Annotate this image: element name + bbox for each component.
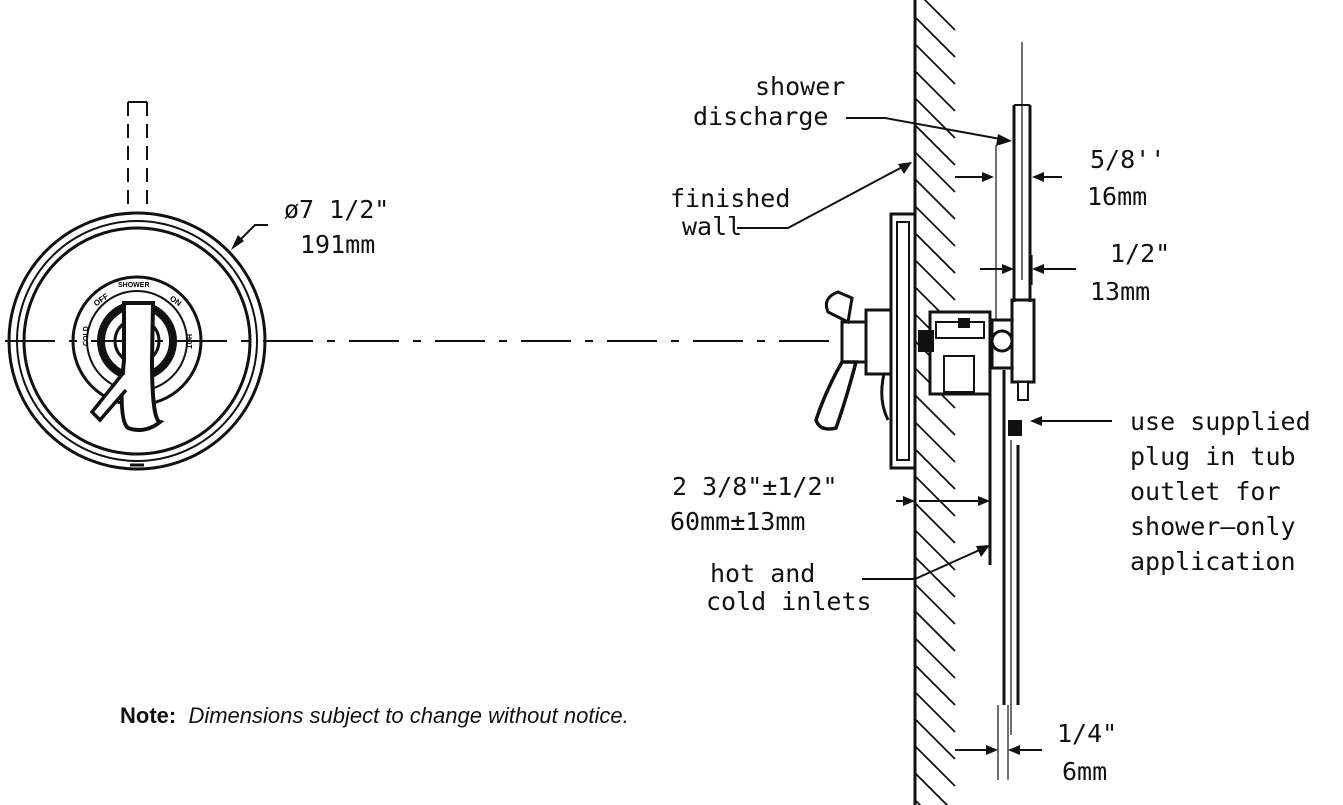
note-text: Dimensions subject to change without not…: [188, 703, 629, 728]
wall-hatch-line: [914, 745, 956, 787]
dim-1-4-in-label: 1/4": [1057, 719, 1117, 748]
wall-hatch-line: [914, 70, 956, 112]
plug-note-3: outlet for: [1130, 477, 1281, 506]
dim-1-2-mm-label: 13mm: [1090, 277, 1150, 306]
wall-hatch-line: [914, 502, 956, 544]
shower-riser-pipe: [1012, 42, 1032, 302]
plug-note-4: shower—only: [1130, 512, 1296, 541]
wall-hatch-line: [914, 16, 956, 58]
wall-hatch-line: [914, 691, 956, 733]
valve-body: [918, 298, 1036, 436]
dial-mark-cold: COLD: [83, 326, 90, 346]
plug-note-5: application: [1130, 547, 1296, 576]
wall-hatch-line: [914, 772, 949, 805]
wall-hatch-line: [914, 178, 956, 220]
wall-hatch-line: [914, 475, 956, 517]
leader-lines: [737, 117, 1112, 580]
disclaimer-note: Note: Dimensions subject to change witho…: [120, 703, 629, 729]
wall-hatch-line: [914, 799, 922, 805]
inlets-label-2: cold inlets: [706, 587, 872, 616]
dim-5-8-mm-label: 16mm: [1087, 182, 1147, 211]
finished-wall: [913, 0, 956, 805]
dim-2-3-8-in-label: 2 3/8"±1/2": [672, 472, 838, 501]
wall-hatch-line: [914, 151, 956, 193]
dial-mark-top: SHOWER: [118, 282, 150, 289]
front-view: OFF SHOWER ON COLD HOT: [7, 101, 268, 471]
wall-hatch-line: [923, 0, 956, 31]
finished-wall-label-2: wall: [682, 212, 742, 241]
dim-5-8-in-label: 5/8'': [1090, 145, 1165, 174]
dimension-lines: [896, 172, 1076, 755]
trim-plate: [7, 211, 267, 471]
handle-lever: [119, 301, 165, 432]
wall-hatch-line: [914, 97, 956, 139]
note-label: Note:: [120, 703, 177, 728]
wall-hatch-line: [914, 556, 956, 598]
wall-hatch-line: [914, 232, 956, 274]
shower-discharge-label-2: discharge: [693, 102, 828, 131]
wall-hatch-line: [914, 124, 956, 166]
escutcheon-plate: [889, 212, 917, 470]
inlets-label-1: hot and: [710, 559, 815, 588]
wall-hatch-line: [914, 637, 956, 679]
diameter-in-label: ø7 1/2": [284, 195, 389, 224]
wall-hatch-line: [914, 664, 956, 706]
wall-hatch-line: [914, 421, 956, 463]
wall-hatch-line: [914, 583, 956, 625]
inlet-pipes: [988, 145, 1020, 780]
handle-side: [814, 290, 893, 431]
diameter-mm-label: 191mm: [300, 230, 375, 259]
wall-hatch-line: [914, 448, 956, 490]
dim-1-2-in-label: 1/2": [1110, 239, 1170, 268]
wall-hatch-line: [914, 610, 956, 652]
plug-note-1: use supplied: [1130, 407, 1311, 436]
plug-note-2: plug in tub: [1130, 442, 1296, 471]
dim-2-3-8-mm-label: 60mm±13mm: [670, 507, 805, 536]
dim-1-4-mm-label: 6mm: [1062, 757, 1107, 786]
wall-hatch-line: [914, 205, 956, 247]
wall-hatch-line: [914, 259, 956, 301]
shower-discharge-label-1: shower: [755, 72, 845, 101]
finished-wall-label-1: finished: [670, 184, 790, 213]
wall-hatch-line: [914, 43, 956, 85]
dial-mark-hot: HOT: [185, 334, 192, 350]
wall-hatch-line: [914, 394, 956, 436]
wall-hatch-line: [914, 718, 956, 760]
